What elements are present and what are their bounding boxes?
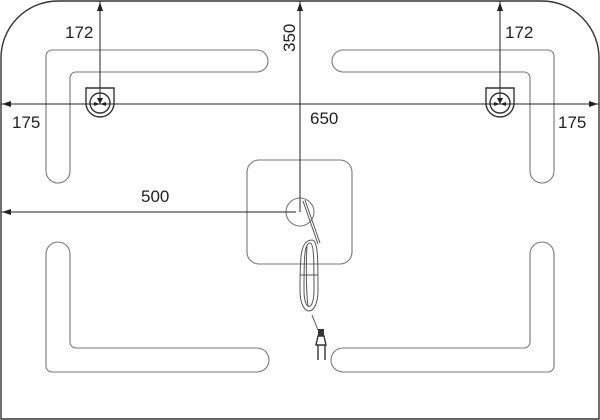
dim-label-175-right: 175 xyxy=(558,113,586,132)
power-cord xyxy=(299,199,321,331)
led-strip-top-right xyxy=(331,49,555,184)
dim-label-175-left: 175 xyxy=(12,113,40,132)
dimension-lines xyxy=(1,1,599,215)
led-strip-bottom-right xyxy=(330,241,555,373)
led-strip-bottom-left xyxy=(45,241,270,373)
dim-label-500: 500 xyxy=(141,187,169,206)
dim-label-650: 650 xyxy=(310,109,338,128)
dim-label-350: 350 xyxy=(280,24,299,52)
led-strip-top-left xyxy=(45,49,269,184)
dim-label-172-left: 172 xyxy=(65,23,93,42)
dim-label-172-right: 172 xyxy=(505,23,533,42)
power-plug xyxy=(315,329,327,360)
